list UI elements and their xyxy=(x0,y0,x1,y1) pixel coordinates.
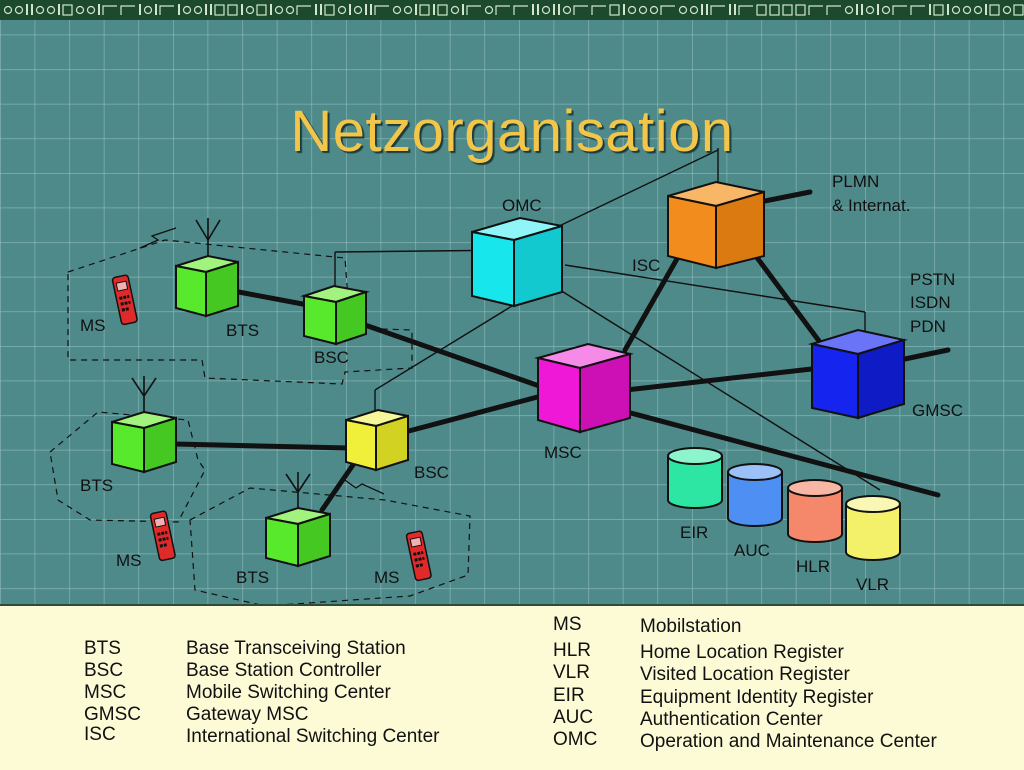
legend-full-eir: Equipment Identity Register xyxy=(640,687,874,708)
label-bsc-mid: BSC xyxy=(414,463,449,482)
legend-full-auc: Authentication Center xyxy=(640,709,823,730)
label-isc: ISC xyxy=(632,256,660,275)
line-omc-bsc-mid xyxy=(374,294,531,391)
label-ms-top: MS xyxy=(80,316,106,335)
legend-abbr-bts: BTS xyxy=(84,638,121,659)
link-isc-plmn xyxy=(757,189,813,205)
label-msc: MSC xyxy=(544,443,582,462)
label-bts-left: BTS xyxy=(80,476,113,495)
hlr-database xyxy=(787,479,843,543)
link-bsc-msc xyxy=(342,315,548,391)
link-bts-bscmid xyxy=(172,441,351,451)
link-msc-gmsc xyxy=(597,363,841,396)
label-eir: EIR xyxy=(680,523,708,542)
link-msc-db xyxy=(609,405,941,498)
legend-abbr-auc: AUC xyxy=(553,707,594,728)
label-auc: AUC xyxy=(734,541,770,560)
label-bsc-top: BSC xyxy=(314,348,349,367)
label-bts-top: BTS xyxy=(226,321,259,340)
bts-left-node xyxy=(111,376,177,474)
link-btsbottom-bscmid xyxy=(319,459,358,513)
label-ms-left: MS xyxy=(116,551,142,570)
vlr-database xyxy=(845,495,901,561)
line-omc-isc xyxy=(554,149,719,229)
cell-boundaries xyxy=(49,239,471,604)
label-ms-bottom: MS xyxy=(374,568,400,587)
link-bscmid-msc xyxy=(402,392,548,435)
cell-boundary-bottom xyxy=(189,487,471,604)
legend-full-bts: Base Transceiving Station xyxy=(186,638,406,659)
gmsc-node xyxy=(808,328,908,420)
legend-full-isc: International Switching Center xyxy=(186,726,440,747)
legend-full-ms: Mobilstation xyxy=(640,616,742,637)
legend-abbr-msc: MSC xyxy=(84,682,127,703)
bsc-top-node xyxy=(300,284,370,346)
legend-full-omc: Operation and Maintenance Center xyxy=(640,731,937,752)
legend-abbr-isc: ISC xyxy=(84,724,116,745)
label-plmn-internat: & Internat. xyxy=(832,196,910,215)
legend-full-hlr: Home Location Register xyxy=(640,642,844,663)
legend-full-vlr: Visited Location Register xyxy=(640,664,850,685)
legend-abbr-eir: EIR xyxy=(553,685,585,706)
label-gmsc: GMSC xyxy=(912,401,963,420)
label-bts-bottom: BTS xyxy=(236,568,269,587)
ms-bottom-phone-icon xyxy=(405,530,432,582)
link-gmsc-pstn xyxy=(897,347,951,363)
label-isdn: ISDN xyxy=(910,293,951,312)
label-plmn: PLMN xyxy=(832,172,879,191)
legend-abbr-hlr: HLR xyxy=(553,640,592,661)
eir-database xyxy=(667,447,723,509)
legend-abbr-omc: OMC xyxy=(553,729,598,750)
cell-boundary-top xyxy=(67,239,413,385)
auc-database xyxy=(727,463,783,527)
legend-panel: BTS Base Transceiving Station BSC Base S… xyxy=(0,604,1024,770)
network-diagram: OMC ISC PLMN & Internat. PSTN ISDN PDN G… xyxy=(0,20,1024,604)
legend-full-msc: Mobile Switching Center xyxy=(186,682,391,703)
isc-node xyxy=(667,180,765,270)
line-omc-vlr xyxy=(559,289,881,491)
label-omc: OMC xyxy=(502,196,542,215)
label-hlr: HLR xyxy=(796,557,830,576)
legend-abbr-ms: MS xyxy=(553,614,582,635)
page-title: Netzorganisation xyxy=(290,99,734,164)
msc-node xyxy=(534,342,634,434)
label-pstn: PSTN xyxy=(910,270,955,289)
bsc-mid-node xyxy=(345,408,409,472)
legend-abbr-bsc: BSC xyxy=(84,660,124,681)
line-omc-gmsc xyxy=(564,264,866,313)
label-pdn: PDN xyxy=(910,317,946,336)
legend-full-gmsc: Gateway MSC xyxy=(186,704,309,725)
cell-boundary-left xyxy=(49,411,206,523)
link-bts-bsc-top xyxy=(225,287,311,308)
bts-bottom-node xyxy=(265,472,331,568)
radio-link-top xyxy=(139,227,177,249)
radio-links xyxy=(139,227,385,495)
omc-node xyxy=(471,216,563,308)
circuit-pattern-icon xyxy=(0,0,1024,20)
label-vlr: VLR xyxy=(856,575,889,594)
legend-abbr-vlr: VLR xyxy=(553,662,590,683)
bts-top-node xyxy=(175,218,239,318)
radio-link-bottom xyxy=(341,477,385,495)
ms-left-phone-icon xyxy=(149,510,176,562)
legend-full-bsc: Base Station Controller xyxy=(186,660,382,681)
ms-top-phone-icon xyxy=(111,274,138,326)
circuit-board-banner xyxy=(0,0,1024,20)
legend-abbr-gmsc: GMSC xyxy=(84,704,141,725)
